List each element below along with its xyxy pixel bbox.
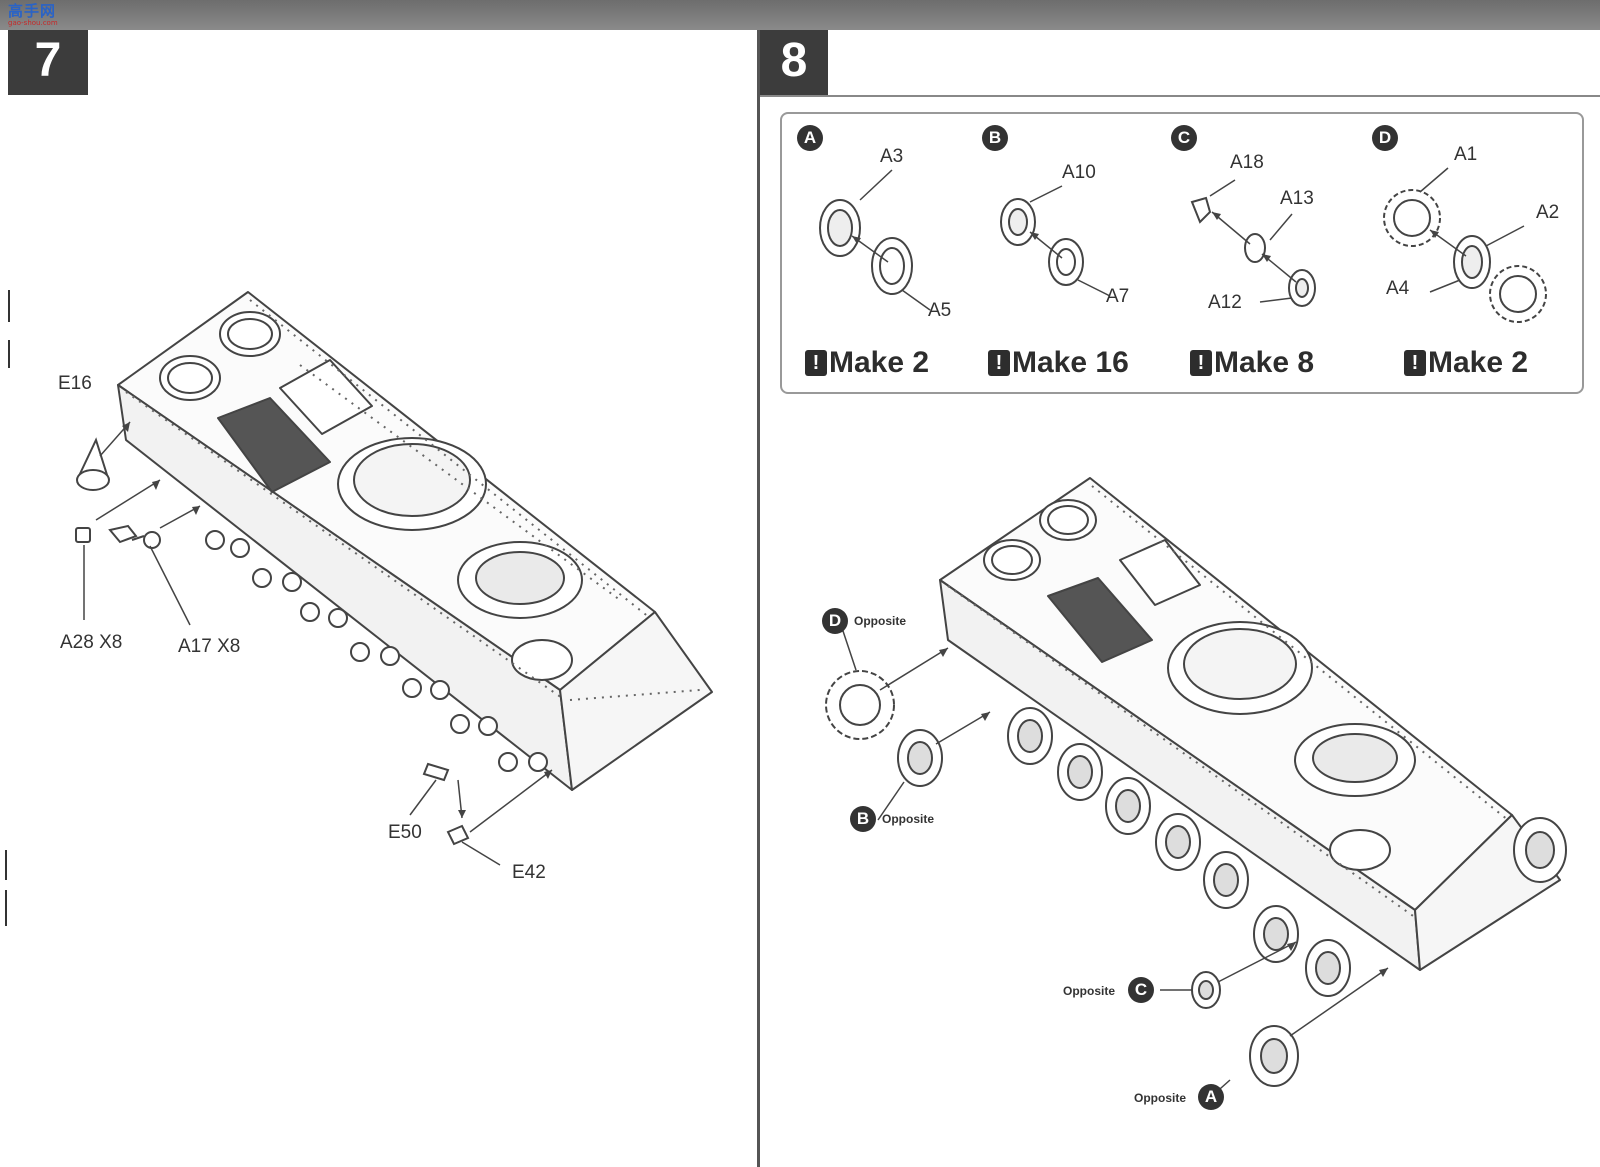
part-label-a28: A28 X8	[60, 632, 123, 653]
step-7-hull-illustration	[75, 291, 713, 866]
part-label-a5: A5	[928, 300, 952, 321]
make-count-d: ! Make 2	[1404, 346, 1528, 380]
subassembly-d-marker: D	[1372, 125, 1398, 151]
part-label-a3: A3	[880, 146, 904, 167]
watermark-url: gao-shou.com	[8, 19, 58, 27]
make-count-c-text: Make 8	[1214, 346, 1315, 379]
attention-icon: !	[805, 350, 827, 376]
callout-a-text: Opposite	[1134, 1091, 1187, 1105]
callout-c-marker: C	[1128, 977, 1154, 1003]
watermark-logo: 高手网 gao-shou.com	[8, 4, 70, 32]
attention-icon: !	[1404, 350, 1426, 376]
make-count-b-text: Make 16	[1012, 346, 1129, 379]
step-7-number: 7	[8, 30, 88, 95]
attention-icon: !	[988, 350, 1010, 376]
part-label-a4: A4	[1386, 278, 1410, 299]
margin-mark	[5, 890, 7, 926]
step-8-number: 8	[760, 30, 828, 95]
part-label-a1: A1	[1454, 144, 1478, 165]
attention-icon: !	[1190, 350, 1212, 376]
part-label-a17: A17 X8	[178, 636, 241, 657]
header-bar	[0, 0, 1600, 30]
make-count-d-text: Make 2	[1428, 346, 1529, 379]
callout-d-text: Opposite	[854, 614, 907, 628]
part-label-a12: A12	[1208, 292, 1242, 313]
subassembly-drawings	[819, 167, 1547, 323]
subassembly-box	[780, 112, 1584, 394]
part-label-e50: E50	[388, 822, 422, 843]
callout-b-marker: B	[850, 806, 876, 832]
callout-a-marker: A	[1198, 1084, 1224, 1110]
part-label-e16: E16	[58, 373, 92, 394]
callout-d-marker: D	[822, 608, 848, 634]
callout-b-text: Opposite	[882, 812, 935, 826]
part-label-a18: A18	[1230, 152, 1264, 173]
suspension-arm-row	[205, 530, 548, 772]
watermark-text: 高手网	[8, 2, 57, 20]
margin-mark	[8, 290, 10, 322]
part-label-a7: A7	[1106, 286, 1130, 307]
part-label-e42: E42	[512, 862, 546, 883]
subassembly-a-marker: A	[797, 125, 823, 151]
part-label-a13: A13	[1280, 188, 1314, 209]
make-count-b: ! Make 16	[988, 346, 1129, 380]
subassembly-b-marker: B	[982, 125, 1008, 151]
part-label-a2: A2	[1536, 202, 1560, 223]
callout-c-text: Opposite	[1063, 984, 1116, 998]
margin-mark	[8, 340, 10, 368]
margin-mark	[5, 850, 7, 880]
step-8-top-rule	[760, 95, 1600, 97]
page-divider	[757, 30, 760, 1167]
part-label-a10: A10	[1062, 162, 1096, 183]
subassembly-c-marker: C	[1171, 125, 1197, 151]
make-count-a: ! Make 2	[805, 346, 929, 380]
make-count-a-text: Make 2	[829, 346, 930, 379]
road-wheels	[825, 670, 1567, 1087]
make-count-c: ! Make 8	[1190, 346, 1314, 380]
